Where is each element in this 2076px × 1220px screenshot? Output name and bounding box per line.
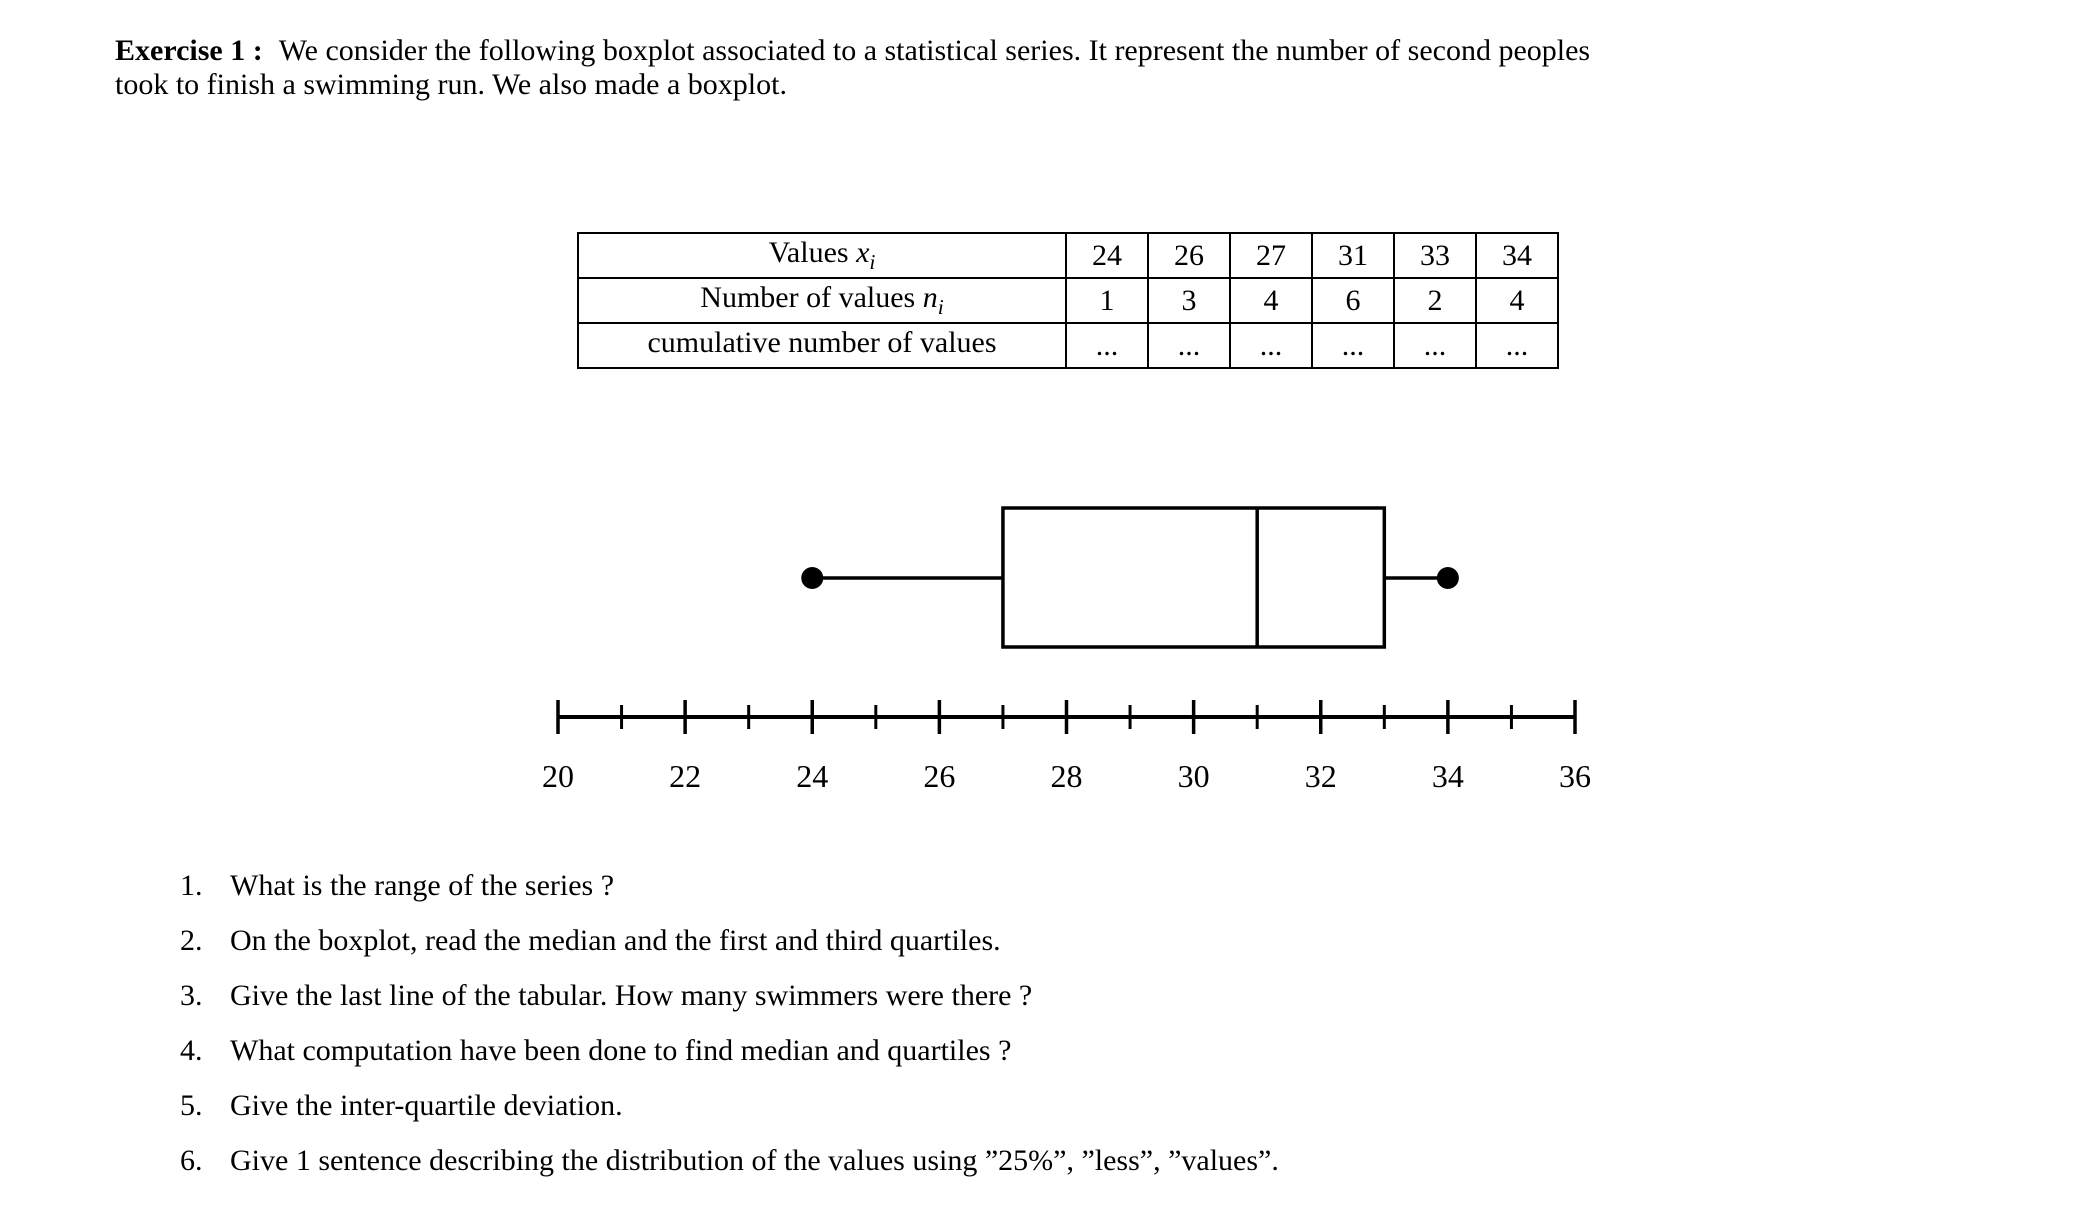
svg-text:32: 32: [1305, 758, 1337, 794]
question-item: 2. On the boxplot, read the median and th…: [180, 913, 1279, 968]
question-text: Give the inter-quartile deviation.: [230, 1088, 623, 1122]
question-text: What computation have been done to find …: [230, 1033, 1012, 1067]
svg-text:26: 26: [923, 758, 955, 794]
question-item: 5. Give the inter-quartile deviation.: [180, 1078, 1279, 1133]
svg-text:22: 22: [669, 758, 701, 794]
question-number: 3.: [180, 978, 203, 1012]
table-cell: ...: [1311, 322, 1395, 369]
intro-line1-text: We consider the following boxplot associ…: [278, 34, 1591, 67]
table-cell: ...: [1475, 322, 1559, 369]
table-cell: 27: [1229, 232, 1313, 279]
row-label-counts: Number of values ni: [577, 277, 1067, 324]
table-cell: ...: [1229, 322, 1313, 369]
table-cell: 26: [1147, 232, 1231, 279]
row-label-sub: i: [937, 295, 944, 319]
intro-line-2: took to finish a swimming run. We also m…: [115, 68, 787, 101]
row-label-text: Values: [768, 236, 857, 269]
row-label-text: Number of values: [700, 281, 923, 314]
table-cell: 2: [1393, 277, 1477, 324]
boxplot-chart: 20 22 24 26 28 30 32 34 36: [542, 506, 1591, 794]
question-text: On the boxplot, read the median and the …: [230, 923, 1001, 957]
table-cell: ...: [1393, 322, 1477, 369]
frequency-table: Values xi 24 26 27 31 33 34 Number of va…: [577, 232, 1559, 369]
table-cell: 33: [1393, 232, 1477, 279]
question-text: What is the range of the series ?: [230, 868, 615, 902]
table-cell: 34: [1475, 232, 1559, 279]
question-number: 6.: [180, 1143, 203, 1177]
row-label-var: n: [922, 281, 938, 314]
svg-text:24: 24: [796, 758, 828, 794]
question-item: 3. Give the last line of the tabular. How…: [180, 968, 1279, 1023]
row-label-values: Values xi: [577, 232, 1067, 279]
question-item: 6. Give 1 sentence describing the distrib…: [180, 1133, 1279, 1188]
table-cell: ...: [1147, 322, 1231, 369]
question-item: 1. What is the range of the series ?: [180, 858, 1279, 913]
exercise-intro: Exercise 1 : We consider the following bo…: [115, 34, 1590, 102]
question-number: 2.: [180, 923, 203, 957]
question-number: 5.: [180, 1088, 203, 1122]
table-row-counts: Number of values ni 1 3 4 6 2 4: [577, 277, 1559, 324]
question-text: Give the last line of the tabular. How m…: [230, 978, 1033, 1012]
svg-text:20: 20: [542, 758, 574, 794]
row-label-cumulative: cumulative number of values: [577, 322, 1067, 369]
table-row-values: Values xi 24 26 27 31 33 34: [577, 232, 1559, 279]
table-cell: 6: [1311, 277, 1395, 324]
question-number: 4.: [180, 1033, 203, 1067]
questions-list: 1. What is the range of the series ? 2. On…: [180, 858, 1279, 1188]
question-number: 1.: [180, 868, 203, 902]
question-item: 4. What computation have been done to fin…: [180, 1023, 1279, 1078]
table-cell: 4: [1229, 277, 1313, 324]
table-cell: 31: [1311, 232, 1395, 279]
svg-text:34: 34: [1432, 758, 1464, 794]
table-cell: 24: [1065, 232, 1149, 279]
row-label-text: cumulative number of values: [647, 326, 997, 359]
row-label-sub: i: [869, 250, 876, 274]
row-label-var: x: [856, 236, 870, 269]
svg-text:36: 36: [1559, 758, 1591, 794]
question-text: Give 1 sentence describing the distribut…: [230, 1143, 1279, 1177]
svg-text:28: 28: [1051, 758, 1083, 794]
table-cell: 4: [1475, 277, 1559, 324]
table-cell: 1: [1065, 277, 1149, 324]
table-row-cumulative: cumulative number of values ... ... ... …: [577, 322, 1559, 369]
table-cell: ...: [1065, 322, 1149, 369]
exercise-label: Exercise 1 :: [115, 34, 263, 67]
svg-text:30: 30: [1178, 758, 1210, 794]
table-cell: 3: [1147, 277, 1231, 324]
intro-line-1: Exercise 1 : We consider the following bo…: [115, 34, 1590, 68]
